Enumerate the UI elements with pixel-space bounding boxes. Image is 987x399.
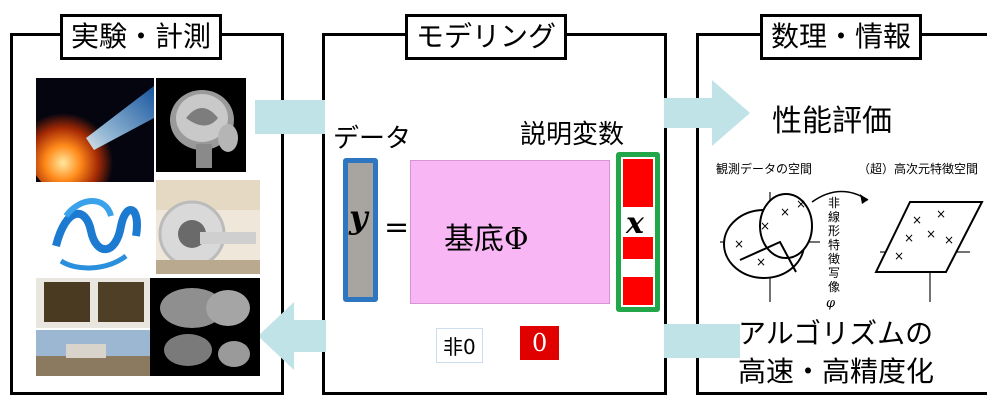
svg-text:×: × — [756, 255, 766, 269]
feature-space-label: （超）高次元特徴空間 — [858, 162, 979, 176]
svg-text:×: × — [912, 213, 922, 227]
y-symbol: y — [349, 198, 368, 236]
equals-sign: = — [384, 210, 410, 245]
nonzero-segment — [623, 159, 653, 207]
svg-text:×: × — [904, 231, 914, 245]
soil-samples-image — [36, 278, 154, 328]
arrow-to-performance — [664, 80, 750, 146]
observed-space-label: 観測データの空間 — [716, 162, 813, 176]
nonzero-legend: 非0 — [436, 328, 483, 363]
arrow-to-experiment — [258, 302, 326, 370]
asteroid-image — [150, 278, 260, 376]
basis-label: 基底Φ — [444, 222, 529, 257]
disaster-site-image — [36, 330, 154, 376]
experiment-title: 実験・計測 — [60, 14, 223, 60]
nonzero-segment — [623, 277, 653, 305]
feature-mapping-diagram: × × × × × × × × × × × — [720, 190, 984, 302]
x-symbol: x — [626, 206, 644, 241]
data-label: データ — [333, 124, 412, 154]
svg-text:×: × — [926, 227, 936, 241]
performance-label: 性能評価 — [772, 104, 892, 139]
algorithm-label-line1: アルゴリズムの — [738, 317, 934, 350]
svg-text:×: × — [780, 205, 790, 219]
brain-mri-image — [156, 78, 246, 172]
explanatory-variable-label: 説明変数 — [520, 120, 625, 150]
svg-text:×: × — [936, 207, 946, 221]
svg-text:×: × — [734, 237, 744, 251]
modeling-title: モデリング — [405, 14, 568, 60]
protein-structure-image — [36, 186, 154, 274]
arrow-to-modeling — [255, 100, 325, 134]
coefficient-vector — [616, 152, 660, 312]
svg-text:×: × — [796, 197, 806, 211]
nonzero-segment — [623, 237, 653, 259]
arrow-from-algorithm — [664, 324, 740, 358]
math-info-title: 数理・情報 — [760, 14, 923, 60]
zero-legend: 0 — [520, 326, 560, 360]
svg-text:×: × — [760, 219, 770, 233]
plasma-image — [36, 78, 154, 182]
svg-text:×: × — [944, 233, 954, 247]
mri-machine-image — [156, 180, 260, 274]
algorithm-label-line2: 高速・高精度化 — [738, 355, 935, 388]
basis-matrix — [410, 160, 610, 304]
svg-text:×: × — [894, 249, 904, 263]
data-vector — [343, 158, 378, 302]
mapping-label: 非線形特徴写像 — [828, 196, 841, 294]
mapping-symbol: φ — [826, 296, 836, 311]
